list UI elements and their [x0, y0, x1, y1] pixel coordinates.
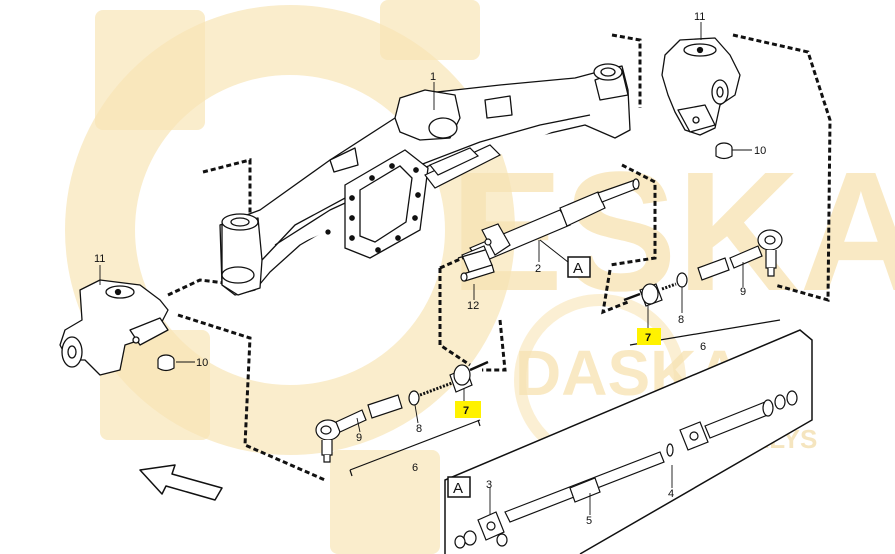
detail-marker-label: A	[573, 260, 583, 277]
callout-1: 1	[430, 71, 436, 83]
callout-8-left: 8	[416, 423, 422, 435]
bolt	[460, 264, 495, 282]
highlight-right-7	[637, 328, 661, 345]
callout-6-right: 6	[700, 341, 706, 353]
left-steering-knuckle	[59, 279, 169, 376]
detail-box-label: A	[453, 480, 463, 497]
detail-box-a: A	[444, 329, 813, 554]
callout-3: 3	[486, 479, 492, 491]
callout-7-right: 7	[645, 332, 651, 344]
callout-9-right: 9	[740, 286, 746, 298]
callout-labels: 1 2 3 4 5 6 6 7 7 8 8 9 9 10 10 11 11 12	[94, 11, 766, 527]
callout-12: 12	[467, 300, 479, 312]
front-direction-arrow	[139, 464, 223, 501]
dashed-leaders	[167, 33, 832, 482]
callout-6-left: 6	[412, 462, 418, 474]
axle-cover-plate	[325, 149, 429, 259]
callout-2: 2	[535, 263, 541, 275]
left-tie-rod	[315, 360, 489, 463]
cylinder-rail	[424, 144, 502, 189]
callout-10-right: 10	[754, 145, 766, 157]
left-nut	[157, 354, 175, 372]
callout-11-right: 11	[694, 11, 705, 23]
right-steering-knuckle	[661, 37, 741, 136]
callout-7-left: 7	[463, 405, 469, 417]
right-nut	[715, 142, 733, 160]
callout-9-left: 9	[356, 432, 362, 444]
callout-8-right: 8	[678, 314, 684, 326]
callout-leaders	[99, 22, 752, 515]
highlight-left-7	[455, 401, 481, 418]
callout-11-left: 11	[94, 253, 105, 265]
callout-4: 4	[668, 488, 674, 500]
callout-10-left: 10	[196, 357, 208, 369]
callout-5: 5	[586, 515, 592, 527]
right-tie-rod	[623, 229, 783, 307]
detail-marker-a: A	[539, 239, 591, 278]
